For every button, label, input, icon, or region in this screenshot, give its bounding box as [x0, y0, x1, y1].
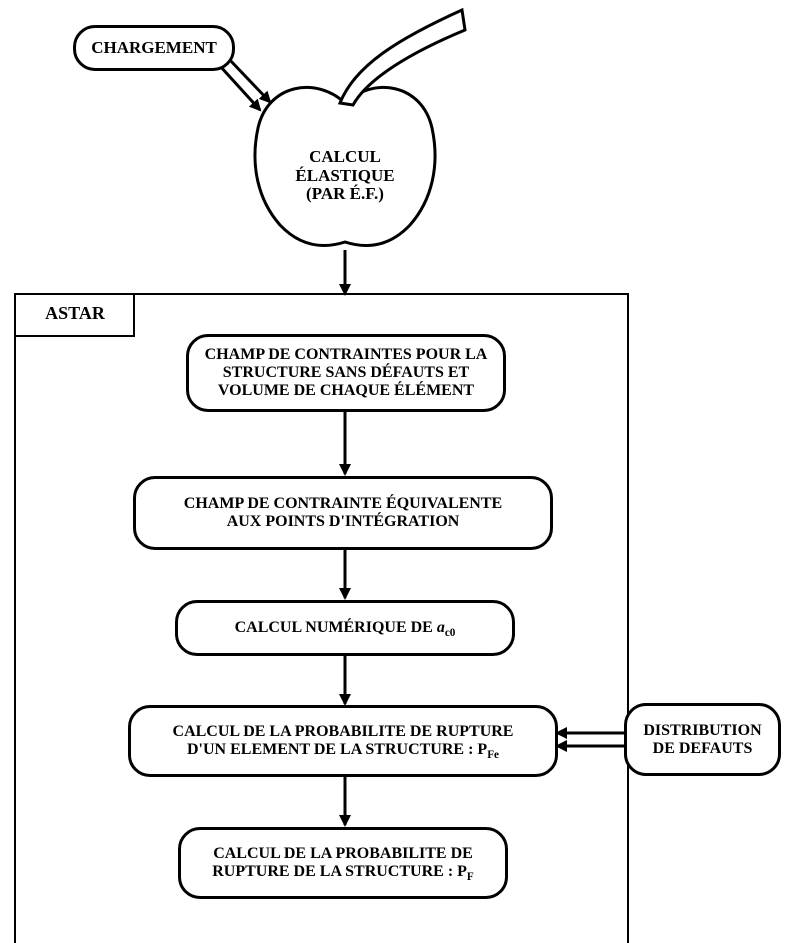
champ-equivalente-line-1: CHAMP DE CONTRAINTE ÉQUIVALENTE: [183, 495, 503, 513]
node-champ-equivalente: CHAMP DE CONTRAINTE ÉQUIVALENTE AUX POIN…: [133, 476, 553, 550]
node-champ-contraintes: CHAMP DE CONTRAINTES POUR LA STRUCTURE S…: [186, 334, 506, 412]
calcul-numerique-label: CALCUL NUMÉRIQUE DE ac0: [234, 619, 456, 639]
astar-frame: [14, 293, 629, 943]
node-chargement: CHARGEMENT: [73, 25, 235, 71]
distribution-line-1: DISTRIBUTION: [643, 721, 762, 739]
calcul-elastique-label: CALCUL ÉLASTIQUE (PAR É.F.): [275, 147, 415, 204]
champ-equivalente-line-2: AUX POINTS D'INTÉGRATION: [226, 513, 460, 530]
calcul-numerique-var: a: [436, 619, 445, 637]
champ-contraintes-line-1: CHAMP DE CONTRAINTES POUR LA: [204, 346, 488, 364]
probabilite-element-line-2-wrap: D'UN ELEMENT DE LA STRUCTURE : PFe: [186, 741, 499, 761]
node-calcul-numerique: CALCUL NUMÉRIQUE DE ac0: [175, 600, 515, 656]
probabilite-structure-line-2: RUPTURE DE LA STRUCTURE : P: [212, 863, 467, 880]
arrow-chargement-a: [226, 56, 272, 104]
probabilite-structure-sub: F: [466, 870, 474, 883]
astar-label-box: [15, 294, 135, 337]
champ-contraintes-line-2: STRUCTURE SANS DÉFAUTS ET: [222, 364, 470, 382]
champ-contraintes-line-3: VOLUME DE CHAQUE ÉLÉMENT: [217, 381, 475, 399]
arrow-chargement-b: [218, 64, 262, 112]
astar-label: ASTAR: [45, 303, 105, 323]
calcul-numerique-sub: c0: [444, 626, 456, 639]
calcul-elastique-line-1: CALCUL: [309, 147, 381, 166]
calcul-elastique-line-2: ÉLASTIQUE: [295, 165, 395, 185]
calcul-numerique-text: CALCUL NUMÉRIQUE DE: [234, 619, 437, 637]
distribution-line-2: DE DEFAUTS: [652, 739, 753, 757]
apple-stem: [337, 7, 467, 107]
node-probabilite-structure: CALCUL DE LA PROBABILITE DE RUPTURE DE L…: [178, 827, 508, 899]
probabilite-structure-line-1: CALCUL DE LA PROBABILITE DE: [213, 845, 473, 863]
chargement-label: CHARGEMENT: [91, 38, 217, 58]
node-distribution-defauts: DISTRIBUTION DE DEFAUTS: [624, 703, 781, 776]
probabilite-structure-line-2-wrap: RUPTURE DE LA STRUCTURE : PF: [212, 863, 474, 883]
calcul-elastique-line-3: (PAR É.F.): [306, 184, 384, 204]
apple-shape: [253, 86, 437, 247]
node-probabilite-element: CALCUL DE LA PROBABILITE DE RUPTURE D'UN…: [128, 705, 558, 777]
probabilite-element-line-2: D'UN ELEMENT DE LA STRUCTURE : P: [186, 741, 488, 758]
probabilite-element-sub: Fe: [487, 748, 499, 761]
probabilite-element-line-1: CALCUL DE LA PROBABILITE DE RUPTURE: [172, 723, 514, 741]
